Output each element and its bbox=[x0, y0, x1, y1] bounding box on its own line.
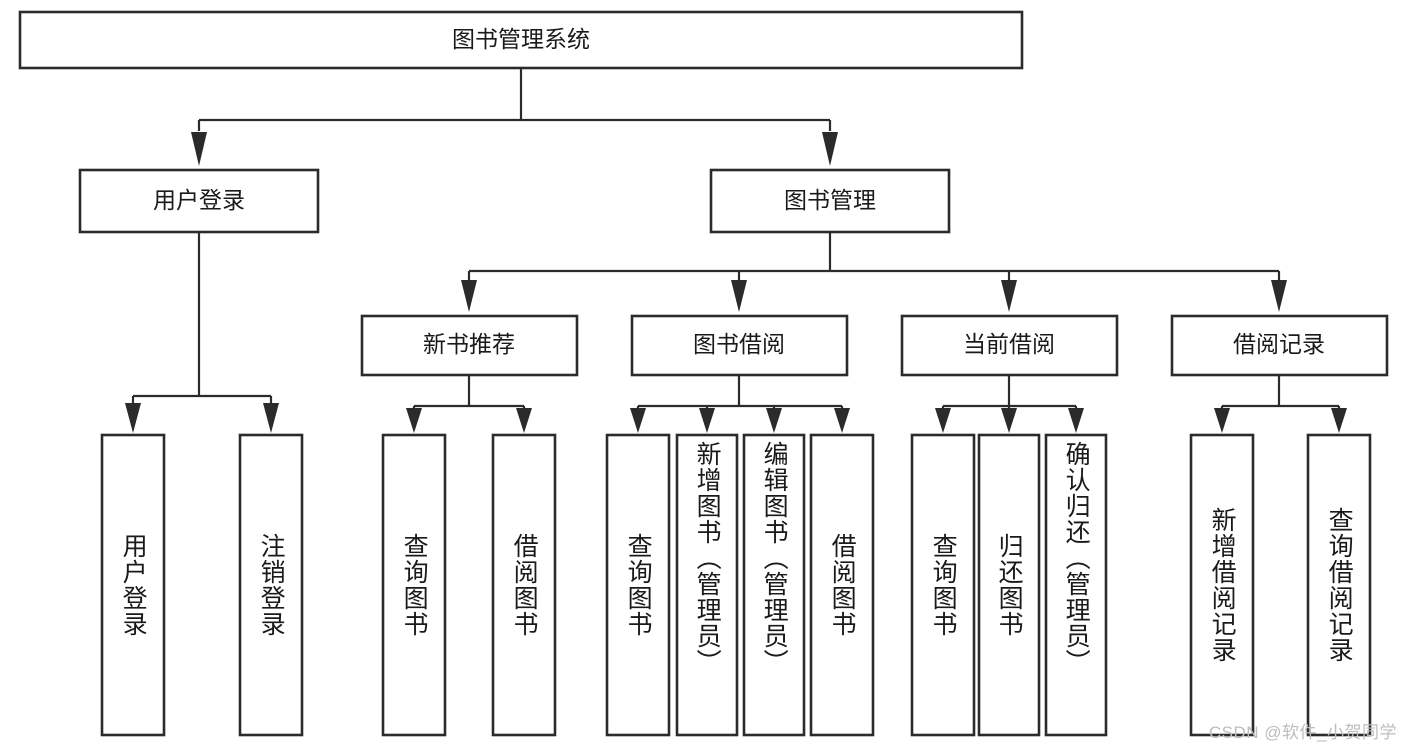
node-root-box[interactable] bbox=[18, 10, 1024, 70]
node-root-label: 图书管理系统 bbox=[452, 26, 590, 52]
leaf-box-current-borrow-1[interactable] bbox=[910, 433, 976, 737]
node-book-borrow[interactable]: 图书借阅 bbox=[630, 314, 849, 377]
arrow-to-book-borrow bbox=[731, 280, 747, 312]
arrow-book-borrow-leaf-1 bbox=[630, 408, 646, 433]
arrow-current-borrow-leaf-3 bbox=[1068, 408, 1084, 433]
arrow-book-borrow-leaf-4 bbox=[834, 408, 850, 433]
node-borrow-record[interactable]: 借阅记录 bbox=[1170, 314, 1389, 377]
leaf-box-book-borrow-1[interactable] bbox=[605, 433, 671, 737]
arrow-user-login-leaf-2 bbox=[263, 403, 279, 433]
node-new-book-recommend-box[interactable] bbox=[360, 314, 579, 377]
node-current-borrow-label: 当前借阅 bbox=[963, 331, 1055, 357]
leaf-boxes-group bbox=[100, 433, 1372, 737]
arrow-current-borrow-leaf-2 bbox=[1001, 408, 1017, 433]
node-new-book-recommend[interactable]: 新书推荐 bbox=[360, 314, 579, 377]
node-user-login-box[interactable] bbox=[78, 168, 320, 234]
node-user-login[interactable]: 用户登录 bbox=[78, 168, 320, 234]
node-borrow-record-label: 借阅记录 bbox=[1233, 331, 1325, 357]
arrow-book-borrow-leaf-2 bbox=[699, 408, 715, 433]
arrow-to-new-book-recommend bbox=[461, 280, 477, 312]
node-book-manage[interactable]: 图书管理 bbox=[709, 168, 951, 234]
leaf-box-current-borrow-2[interactable] bbox=[977, 433, 1041, 737]
leaf-box-user-login-1[interactable] bbox=[100, 433, 166, 737]
node-new-book-recommend-label: 新书推荐 bbox=[423, 331, 515, 357]
node-current-borrow[interactable]: 当前借阅 bbox=[900, 314, 1119, 377]
leaf-box-user-login-2[interactable] bbox=[238, 433, 304, 737]
connector-new-book-bus bbox=[412, 375, 526, 414]
arrow-to-current-borrow bbox=[1001, 280, 1017, 312]
leaf-box-new-book-2[interactable] bbox=[491, 433, 557, 737]
node-user-login-label: 用户登录 bbox=[153, 187, 245, 213]
connectors-group bbox=[125, 68, 1347, 433]
node-root[interactable]: 图书管理系统 bbox=[18, 10, 1024, 70]
leaf-box-book-borrow-2[interactable] bbox=[675, 433, 739, 737]
node-borrow-record-box[interactable] bbox=[1170, 314, 1389, 377]
connector-book-borrow-bus bbox=[636, 375, 844, 414]
arrow-to-user-login bbox=[191, 132, 207, 166]
node-current-borrow-box[interactable] bbox=[900, 314, 1119, 377]
leaf-box-current-borrow-3[interactable] bbox=[1044, 433, 1108, 737]
leaf-box-book-borrow-4[interactable] bbox=[809, 433, 875, 737]
watermark-text: CSDN @软件_小贺同学 bbox=[1208, 723, 1397, 742]
arrow-book-borrow-leaf-3 bbox=[766, 408, 782, 433]
connector-root-bus bbox=[197, 68, 832, 131]
arrow-new-book-leaf-2 bbox=[516, 408, 532, 433]
arrow-new-book-leaf-1 bbox=[406, 408, 422, 433]
arrow-borrow-record-leaf-1 bbox=[1214, 408, 1230, 433]
node-book-manage-box[interactable] bbox=[709, 168, 951, 234]
connector-user-login-bus bbox=[131, 232, 273, 406]
leaf-box-book-borrow-3[interactable] bbox=[742, 433, 806, 737]
arrow-user-login-leaf-1 bbox=[125, 403, 141, 433]
leaf-box-new-book-1[interactable] bbox=[381, 433, 447, 737]
arrow-to-book-manage bbox=[822, 132, 838, 166]
arrow-borrow-record-leaf-2 bbox=[1331, 408, 1347, 433]
node-book-borrow-box[interactable] bbox=[630, 314, 849, 377]
arrow-to-borrow-record bbox=[1271, 280, 1287, 312]
leaf-box-borrow-record-1[interactable] bbox=[1189, 433, 1255, 737]
leaf-box-borrow-record-2[interactable] bbox=[1306, 433, 1372, 737]
node-book-manage-label: 图书管理 bbox=[784, 187, 876, 213]
connector-book-manage-bus bbox=[467, 232, 1281, 282]
connector-borrow-record-bus bbox=[1220, 375, 1341, 414]
node-book-borrow-label: 图书借阅 bbox=[693, 331, 785, 357]
arrow-current-borrow-leaf-1 bbox=[935, 408, 951, 433]
